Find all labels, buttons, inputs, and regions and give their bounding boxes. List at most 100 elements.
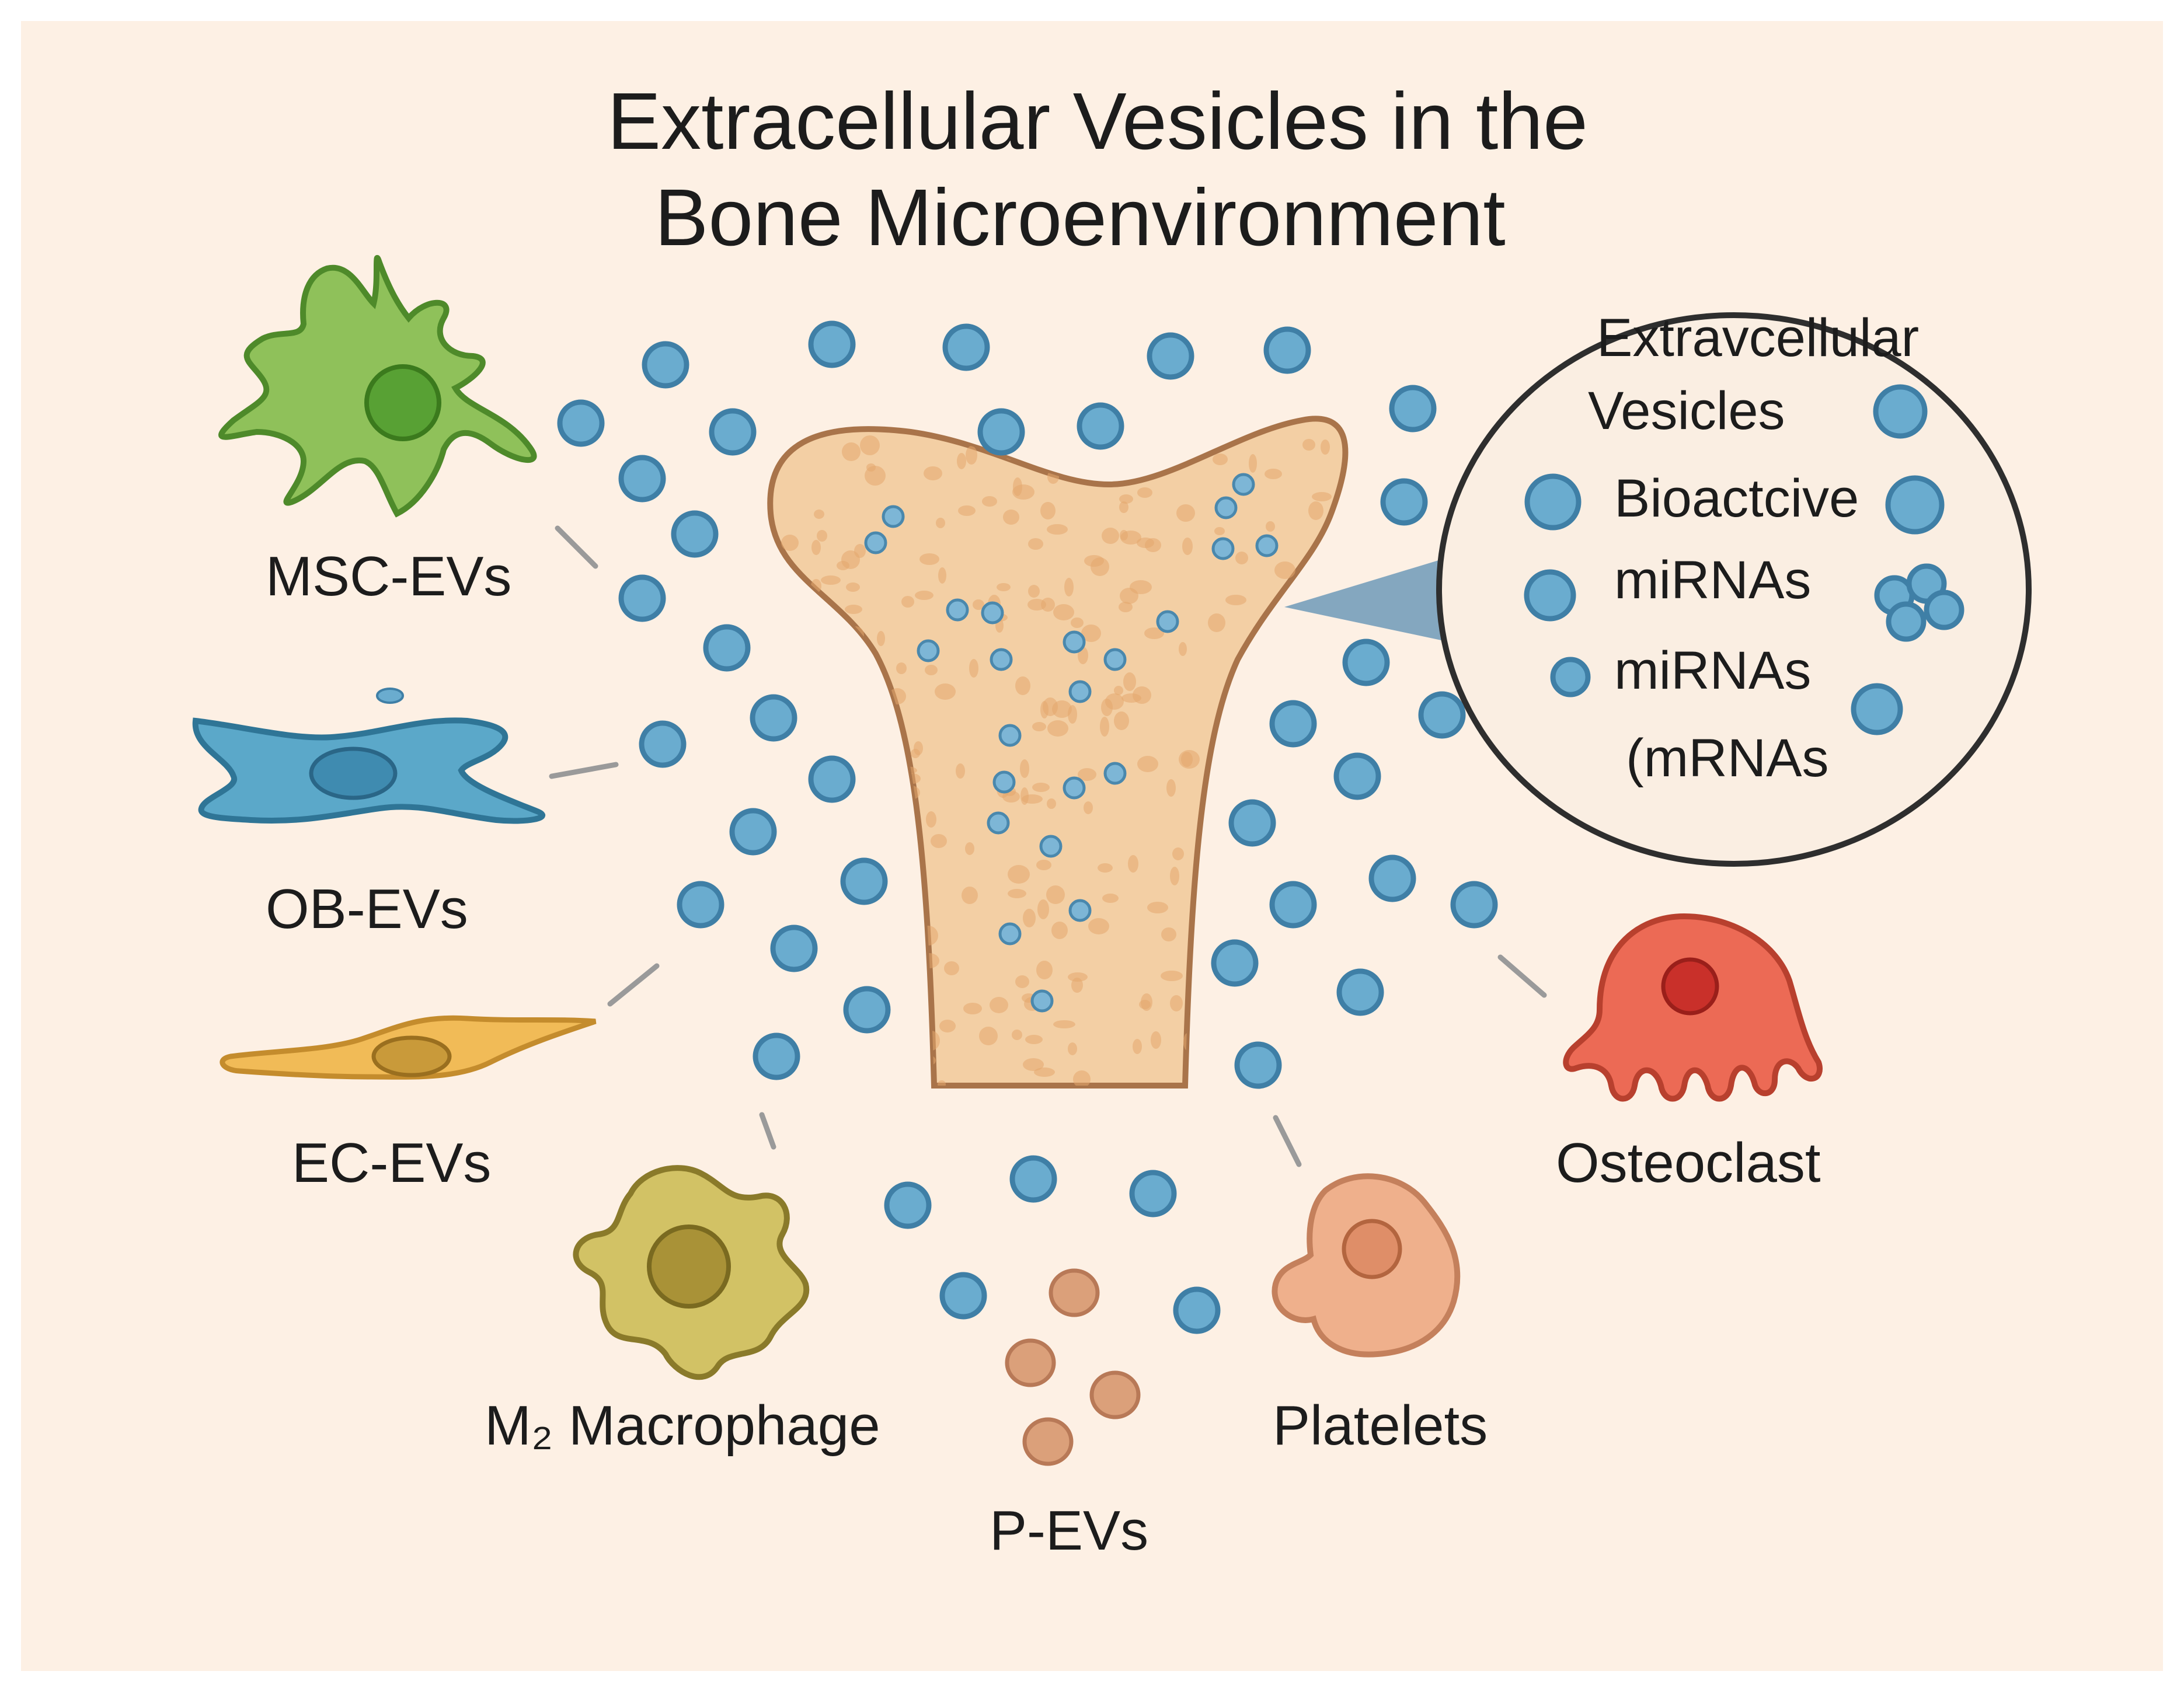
macrophage-label: M₂ Macrophage xyxy=(485,1394,880,1457)
marrow-pore xyxy=(958,505,976,516)
extracellular-vesicle xyxy=(753,1032,800,1080)
bone-vesicle xyxy=(882,505,905,528)
marrow-pore xyxy=(936,518,945,528)
bone-vesicle xyxy=(917,639,940,662)
connector-ec xyxy=(607,963,660,1007)
bone-vesicle xyxy=(1211,537,1235,560)
marrow-pore xyxy=(1121,693,1141,703)
marrow-pore xyxy=(1025,1035,1043,1044)
p-ev xyxy=(1022,1417,1074,1466)
p-ev xyxy=(1089,1370,1141,1419)
marrow-pore xyxy=(1064,578,1074,596)
marrow-pore xyxy=(1130,580,1152,594)
marrow-pore xyxy=(1023,909,1036,927)
marrow-pore xyxy=(1068,972,1088,982)
marrow-pore xyxy=(1071,618,1084,628)
marrow-pore xyxy=(925,665,938,675)
inset-vesicle xyxy=(1524,473,1582,531)
bone-vesicle xyxy=(987,811,1010,835)
marrow-pore xyxy=(1274,561,1295,579)
marrow-pore xyxy=(1008,889,1026,898)
extracellular-vesicle xyxy=(1269,881,1317,929)
marrow-pore xyxy=(1015,975,1029,988)
marrow-pore xyxy=(1037,899,1049,919)
marrow-pore xyxy=(982,496,997,507)
bone-vesicle xyxy=(990,648,1013,671)
bone-vesicle xyxy=(1030,989,1054,1013)
marrow-pore xyxy=(781,535,799,551)
osteoclast-nucleus xyxy=(1661,957,1719,1016)
marrow-pore xyxy=(1308,501,1323,520)
connector-macrophage xyxy=(759,1112,776,1150)
marrow-pore xyxy=(814,510,824,519)
marrow-pore xyxy=(1041,598,1055,612)
marrow-pore xyxy=(1084,801,1093,814)
extracellular-vesicle xyxy=(1234,1041,1282,1089)
marrow-pore xyxy=(1176,504,1195,522)
marrow-pore xyxy=(1088,918,1109,934)
extracellular-vesicle xyxy=(1263,326,1311,374)
marrow-pore xyxy=(969,659,978,678)
extracellular-vesicle xyxy=(1269,700,1317,748)
marrow-pore xyxy=(1034,1067,1055,1077)
osteoclast-label: Osteoclast xyxy=(1556,1132,1821,1194)
bone-vesicle xyxy=(1214,496,1238,519)
marrow-pore xyxy=(896,662,907,674)
marrow-pore xyxy=(915,591,933,600)
marrow-pore xyxy=(1102,528,1119,544)
extracellular-vesicle xyxy=(808,320,856,368)
bone-vesicle xyxy=(998,922,1022,946)
marrow-pore xyxy=(1008,865,1030,884)
marrow-pore xyxy=(939,1020,956,1032)
marrow-pore xyxy=(957,453,966,469)
marrow-pore xyxy=(1081,625,1101,642)
marrow-pore xyxy=(1032,722,1046,731)
extracellular-vesicle xyxy=(1129,1170,1177,1217)
marrow-pore xyxy=(944,961,959,975)
bone-vesicle xyxy=(1103,762,1127,785)
marrow-pore xyxy=(1144,627,1164,639)
bone-vesicle xyxy=(864,531,887,554)
macrophage-cell xyxy=(573,1165,810,1380)
marrow-pore xyxy=(1114,711,1129,730)
marrow-pore xyxy=(965,842,974,855)
extracellular-vesicle xyxy=(618,455,666,503)
marrow-pore xyxy=(1102,894,1119,903)
bone-vesicle xyxy=(992,770,1016,794)
bone-vesicle xyxy=(1156,610,1179,633)
marrow-pore xyxy=(1032,783,1050,792)
marrow-pore xyxy=(1147,902,1168,913)
marrow-pore xyxy=(1137,756,1158,772)
marrow-pore xyxy=(1091,557,1109,576)
marrow-pore xyxy=(924,466,942,480)
connector-msc xyxy=(555,525,598,569)
marrow-pore xyxy=(990,997,1008,1013)
marrow-pore xyxy=(1214,527,1225,535)
marrow-pore xyxy=(1020,759,1029,778)
marrow-pore xyxy=(811,540,821,555)
marrow-pore xyxy=(1179,642,1187,656)
p-ev xyxy=(1005,1338,1056,1387)
marrow-pore xyxy=(1023,1058,1044,1071)
extracellular-vesicle xyxy=(884,1181,932,1229)
extracellular-vesicle xyxy=(557,399,605,447)
marrow-pore xyxy=(1073,1070,1091,1086)
marrow-pore xyxy=(973,599,984,610)
extracellular-vesicle xyxy=(618,574,666,622)
marrow-pore xyxy=(817,530,827,542)
marrow-pore xyxy=(1265,469,1282,479)
marrow-pore xyxy=(1119,501,1128,513)
marrow-pore xyxy=(1172,847,1184,860)
inset-label-mirnas-2: miRNAs xyxy=(1614,641,1811,700)
bone-embedded-vesicles xyxy=(864,473,1279,1013)
marrow-pore xyxy=(1119,494,1133,504)
extracellular-vesicle xyxy=(703,624,751,672)
inset-vesicle-cluster xyxy=(1874,563,1964,642)
marrow-pore xyxy=(1120,530,1128,540)
connector-osteoclast xyxy=(1497,954,1547,998)
p-evs-label: P-EVs xyxy=(990,1499,1148,1562)
platelets-label: Platelets xyxy=(1273,1394,1488,1457)
marrow-pore xyxy=(1053,1020,1075,1028)
